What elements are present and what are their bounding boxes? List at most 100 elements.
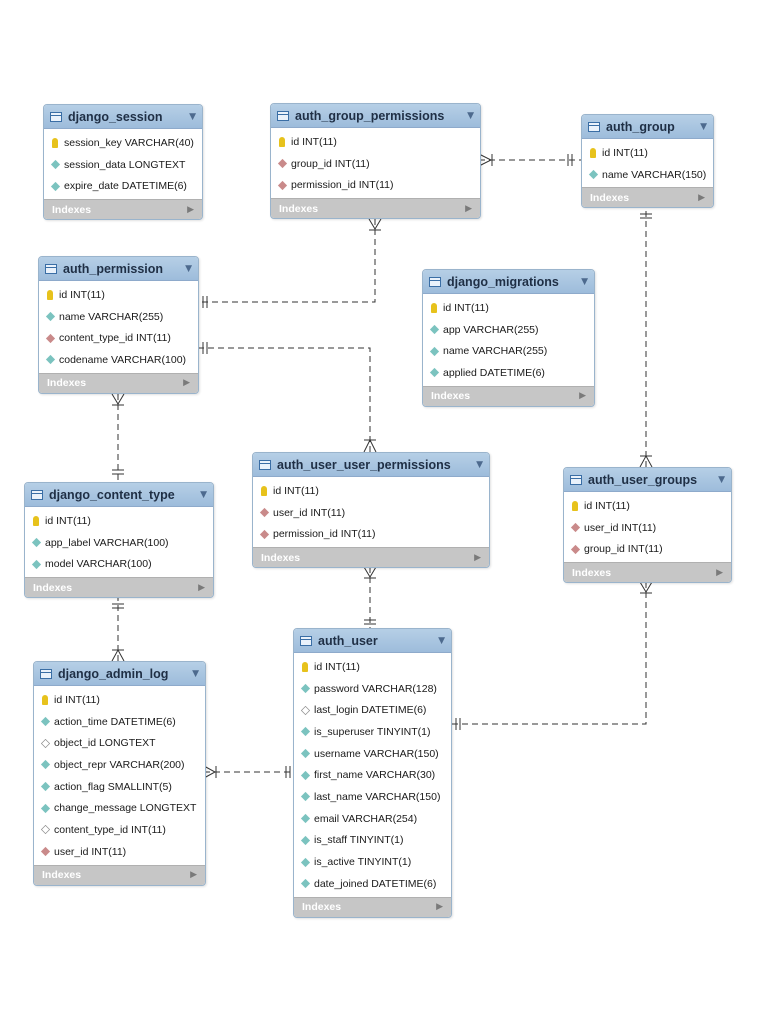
column-row[interactable]: action_flag SMALLINT(5) (34, 776, 205, 798)
table-header[interactable]: auth_user_user_permissions▼ (253, 453, 489, 477)
collapse-arrow-icon[interactable]: ▼ (438, 635, 445, 646)
column-row[interactable]: id INT(11) (39, 284, 198, 306)
column-row[interactable]: email VARCHAR(254) (294, 808, 451, 830)
indexes-footer[interactable]: Indexes▶ (25, 577, 213, 598)
column-row[interactable]: session_data LONGTEXT (44, 154, 202, 176)
table-auth-user[interactable]: auth_user▼id INT(11)password VARCHAR(128… (293, 628, 452, 918)
indexes-footer[interactable]: Indexes▶ (34, 864, 205, 885)
column-row[interactable]: session_key VARCHAR(40) (44, 132, 202, 154)
column-row[interactable]: first_name VARCHAR(30) (294, 764, 451, 786)
column-row[interactable]: is_active TINYINT(1) (294, 851, 451, 873)
indexes-footer[interactable]: Indexes▶ (423, 385, 594, 406)
column-row[interactable]: last_login DATETIME(6) (294, 699, 451, 721)
collapse-arrow-icon[interactable]: ▼ (718, 474, 725, 485)
column-row[interactable]: id INT(11) (564, 495, 731, 517)
column-row[interactable]: user_id INT(11) (564, 517, 731, 539)
collapse-arrow-icon[interactable]: ▼ (700, 121, 707, 132)
column-row[interactable]: object_repr VARCHAR(200) (34, 754, 205, 776)
column-row[interactable]: password VARCHAR(128) (294, 678, 451, 700)
column-row[interactable]: applied DATETIME(6) (423, 362, 594, 384)
column-row[interactable]: model VARCHAR(100) (25, 553, 213, 575)
column-row[interactable]: id INT(11) (34, 689, 205, 711)
column-row[interactable]: content_type_id INT(11) (34, 819, 205, 841)
collapse-arrow-icon[interactable]: ▼ (185, 263, 192, 274)
table-header[interactable]: auth_user▼ (294, 629, 451, 653)
column-row[interactable]: name VARCHAR(150) (582, 164, 713, 186)
column-row[interactable]: change_message LONGTEXT (34, 797, 205, 819)
table-django-migrations[interactable]: django_migrations▼id INT(11)app VARCHAR(… (422, 269, 595, 407)
table-header[interactable]: django_content_type▼ (25, 483, 213, 507)
indexes-footer[interactable]: Indexes▶ (253, 547, 489, 568)
indexes-footer[interactable]: Indexes▶ (39, 372, 198, 393)
expand-arrow-icon[interactable]: ▶ (716, 567, 723, 578)
column-row[interactable]: is_superuser TINYINT(1) (294, 721, 451, 743)
diamond-icon (40, 803, 51, 813)
indexes-footer[interactable]: Indexes▶ (294, 896, 451, 917)
column-row[interactable]: codename VARCHAR(100) (39, 349, 198, 371)
table-django-content-type[interactable]: django_content_type▼id INT(11)app_label … (24, 482, 214, 599)
diamond-icon (31, 537, 42, 548)
indexes-footer[interactable]: Indexes▶ (582, 187, 713, 208)
column-row[interactable]: expire_date DATETIME(6) (44, 175, 202, 197)
expand-arrow-icon[interactable]: ▶ (190, 870, 197, 880)
column-label: group_id INT(11) (291, 157, 370, 170)
expand-arrow-icon[interactable]: ▶ (436, 902, 443, 913)
diamond-icon (300, 857, 311, 867)
table-auth-user-groups[interactable]: auth_user_groups▼id INT(11)user_id INT(1… (563, 467, 732, 584)
collapse-arrow-icon[interactable]: ▼ (192, 668, 199, 679)
column-row[interactable]: is_staff TINYINT(1) (294, 830, 451, 852)
collapse-arrow-icon[interactable]: ▼ (189, 111, 196, 122)
column-row[interactable]: app VARCHAR(255) (423, 319, 594, 341)
table-auth-permission[interactable]: auth_permission▼id INT(11)name VARCHAR(2… (38, 256, 199, 394)
column-row[interactable]: last_name VARCHAR(150) (294, 786, 451, 808)
column-row[interactable]: group_id INT(11) (271, 153, 480, 175)
collapse-arrow-icon[interactable]: ▼ (467, 110, 474, 121)
column-row[interactable]: object_id LONGTEXT (34, 732, 205, 754)
table-header[interactable]: auth_permission▼ (39, 257, 198, 281)
column-row[interactable]: group_id INT(11) (564, 538, 731, 560)
column-row[interactable]: app_label VARCHAR(100) (25, 532, 213, 554)
expand-arrow-icon[interactable]: ▶ (183, 378, 190, 389)
collapse-arrow-icon[interactable]: ▼ (200, 489, 207, 500)
column-row[interactable]: username VARCHAR(150) (294, 743, 451, 765)
column-row[interactable]: id INT(11) (423, 297, 594, 319)
table-header[interactable]: django_session▼ (44, 105, 202, 129)
column-row[interactable]: id INT(11) (253, 480, 489, 502)
table-header[interactable]: django_admin_log▼ (34, 662, 205, 686)
column-row[interactable]: id INT(11) (582, 142, 713, 164)
column-row[interactable]: permission_id INT(11) (271, 174, 480, 196)
table-auth-group[interactable]: auth_group▼id INT(11)name VARCHAR(150)In… (581, 114, 714, 209)
one-marker-content-type-top (112, 469, 124, 475)
expand-arrow-icon[interactable]: ▶ (474, 552, 481, 563)
table-auth-group-permissions[interactable]: auth_group_permissions▼id INT(11) group_i… (270, 103, 481, 220)
column-row[interactable]: name VARCHAR(255) (423, 340, 594, 362)
indexes-footer[interactable]: Indexes▶ (564, 562, 731, 583)
collapse-arrow-icon[interactable]: ▼ (476, 459, 483, 470)
table-django-admin-log[interactable]: django_admin_log▼id INT(11)action_time D… (33, 661, 206, 886)
column-row[interactable]: date_joined DATETIME(6) (294, 873, 451, 895)
column-row[interactable]: id INT(11) (271, 131, 480, 153)
table-header[interactable]: auth_group_permissions▼ (271, 104, 480, 128)
column-row[interactable]: content_type_id INT(11) (39, 327, 198, 349)
expand-arrow-icon[interactable]: ▶ (198, 582, 205, 593)
expand-arrow-icon[interactable]: ▶ (698, 192, 705, 203)
table-header[interactable]: django_migrations▼ (423, 270, 594, 294)
many-marker-user-groups-bottom (639, 581, 653, 594)
collapse-arrow-icon[interactable]: ▼ (581, 276, 588, 287)
table-auth-user-user-permissions[interactable]: auth_user_user_permissions▼id INT(11)use… (252, 452, 490, 569)
indexes-footer[interactable]: Indexes▶ (44, 199, 202, 220)
table-header[interactable]: auth_user_groups▼ (564, 468, 731, 492)
column-row[interactable]: user_id INT(11) (34, 841, 205, 863)
column-row[interactable]: id INT(11) (294, 656, 451, 678)
expand-arrow-icon[interactable]: ▶ (187, 204, 194, 215)
table-header[interactable]: auth_group▼ (582, 115, 713, 139)
expand-arrow-icon[interactable]: ▶ (465, 203, 472, 214)
expand-arrow-icon[interactable]: ▶ (579, 391, 586, 402)
indexes-footer[interactable]: Indexes▶ (271, 198, 480, 219)
column-row[interactable]: action_time DATETIME(6) (34, 711, 205, 733)
column-row[interactable]: permission_id INT(11) (253, 523, 489, 545)
column-row[interactable]: user_id INT(11) (253, 502, 489, 524)
column-row[interactable]: id INT(11) (25, 510, 213, 532)
table-django-session[interactable]: django_session▼ session_key VARCHAR(40)se… (43, 104, 203, 221)
column-row[interactable]: name VARCHAR(255) (39, 306, 198, 328)
